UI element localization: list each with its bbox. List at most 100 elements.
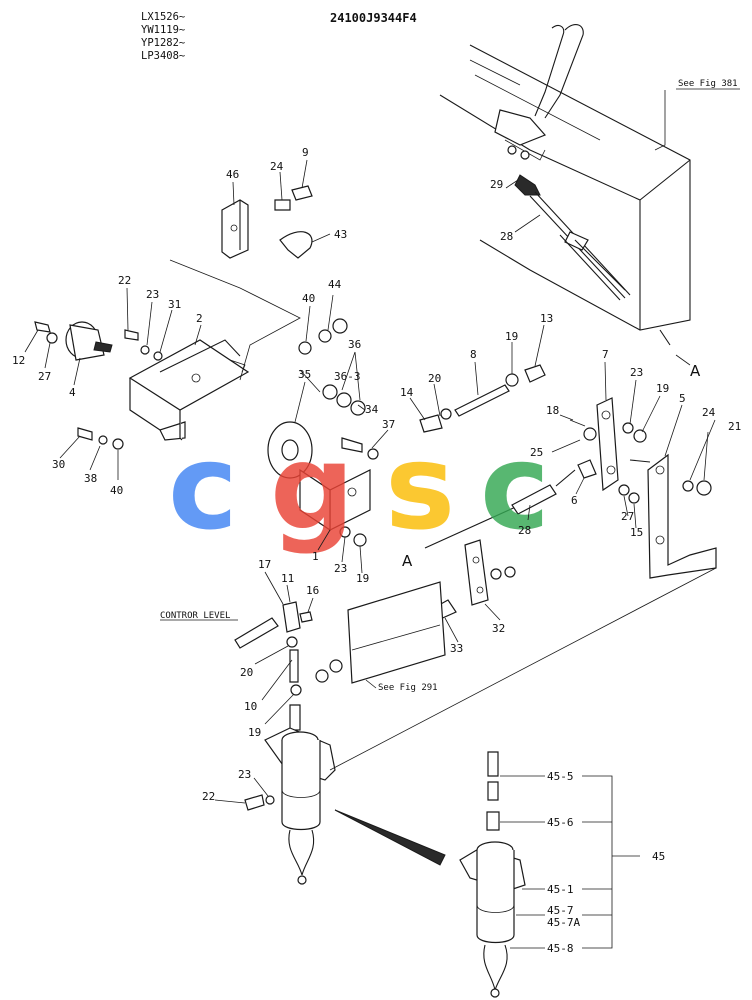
callout-19-rod: 19 [505, 330, 518, 343]
callout-38: 38 [84, 472, 97, 485]
watermark-letter-1: c [168, 418, 238, 556]
washer-20-rod [440, 408, 452, 420]
kit-leaders [500, 775, 640, 949]
callout-23-top: 23 [146, 288, 159, 301]
lever-housing [439, 24, 691, 346]
callout-33: 33 [450, 642, 463, 655]
washer-31 [153, 351, 163, 361]
callout-44: 44 [328, 278, 342, 291]
callout-45: 45 [652, 850, 665, 863]
cable-28-sleeve [511, 484, 557, 515]
washer-40-lower [112, 438, 124, 450]
nut-19-right [633, 429, 647, 443]
callout-32: 32 [492, 622, 505, 635]
ball-joint-6 [577, 459, 597, 479]
serial-line-4: LP3408~ [141, 50, 185, 62]
callout-43: 43 [334, 228, 347, 241]
nut-19-lower [290, 684, 302, 696]
bolt-22-top [124, 329, 139, 341]
washer-44a [318, 329, 332, 343]
callout-11: 11 [281, 572, 294, 585]
callout-15: 15 [630, 526, 643, 539]
serial-line-2: YW1119~ [141, 24, 185, 36]
arm-7 [596, 397, 619, 492]
nut-15 [628, 492, 640, 504]
watermark-letter-3: s [385, 418, 455, 556]
watermark-letter-4: c [480, 418, 550, 556]
washer-36b [350, 400, 366, 416]
callout-37: 37 [382, 418, 395, 431]
callout-27-right: 27 [621, 510, 634, 523]
bolt-30 [77, 427, 93, 441]
callout-19-mid: 19 [356, 572, 369, 585]
washer-40-upper [298, 341, 312, 355]
plate-32 [464, 539, 489, 606]
callout-8: 8 [470, 348, 477, 361]
rod-8 [454, 384, 510, 417]
callout-16: 16 [306, 584, 319, 597]
washer-24 [274, 199, 291, 211]
bolt-9 [291, 185, 313, 201]
washer-23-top [140, 345, 150, 355]
callout-24-top: 24 [270, 160, 284, 173]
serial-block: LX1526~ YW1119~ YP1282~ LP3408~ [141, 11, 185, 62]
kit-45-5-part [487, 751, 499, 777]
washer-44b [332, 318, 348, 334]
callout-23-right: 23 [630, 366, 643, 379]
callout-36-3: 36-3 [334, 370, 361, 383]
solenoid [264, 704, 336, 885]
see-fig-381: See Fig 381 [678, 79, 738, 89]
clip-43 [279, 231, 313, 259]
callout-28-center: 28 [518, 524, 531, 537]
see-fig-291: See Fig 291 [378, 683, 438, 693]
bracket-1 [299, 468, 371, 532]
callout-20-rod: 20 [428, 372, 441, 385]
nut-27-right [618, 484, 630, 496]
callout-35: 35 [298, 368, 311, 381]
washer-23-lower [265, 795, 275, 805]
cover-plate [347, 581, 446, 684]
callout-5: 5 [679, 392, 686, 405]
kit-label-45-8: 45-8 [547, 942, 574, 955]
marker-a-left: A [402, 552, 413, 570]
kit-label-45-1: 45-1 [547, 883, 574, 896]
callout-19-right: 19 [656, 382, 669, 395]
bolt-37 [341, 437, 363, 453]
callout-2: 2 [196, 312, 203, 325]
callout-17: 17 [258, 558, 271, 571]
callout-10: 10 [244, 700, 257, 713]
callout-30: 30 [52, 458, 65, 471]
callout-28-top: 28 [500, 230, 513, 243]
washer-32a [490, 568, 502, 580]
stud-10 [289, 649, 299, 683]
callout-labels: 46 24 9 43 22 23 31 2 12 27 4 30 38 40 4… [12, 146, 741, 803]
pin-16 [299, 611, 313, 623]
washer-24-right [682, 480, 694, 492]
callout-36: 36 [348, 338, 361, 351]
callout-40-upper: 40 [302, 292, 315, 305]
callout-24-right: 24 [702, 406, 716, 419]
pin-18 [569, 419, 586, 427]
kit-label-45-7: 45-7 [547, 904, 574, 917]
washer-32b [504, 566, 516, 578]
swivel-14 [419, 414, 443, 433]
diagram-code: 24100J9344F4 [330, 11, 417, 25]
callout-23-mid: 23 [334, 562, 347, 575]
serial-line-1: LX1526~ [141, 11, 185, 23]
callout-27-left: 27 [38, 370, 51, 383]
bracket-46 [221, 199, 249, 259]
plate-5 [629, 453, 717, 579]
watermark-letter-2: g [270, 418, 354, 556]
nut-19-mid [353, 533, 367, 547]
kit-label-45-7a: 45-7A [547, 916, 580, 929]
callout-18: 18 [546, 404, 559, 417]
nut-37 [367, 448, 379, 460]
callout-31: 31 [168, 298, 181, 311]
callout-34: 34 [365, 403, 379, 416]
washer-23-right [622, 422, 634, 434]
detail-arrow [334, 809, 446, 866]
callout-22-top: 22 [118, 274, 131, 287]
callout-1: 1 [312, 550, 319, 563]
washer-cover-b [329, 659, 343, 673]
